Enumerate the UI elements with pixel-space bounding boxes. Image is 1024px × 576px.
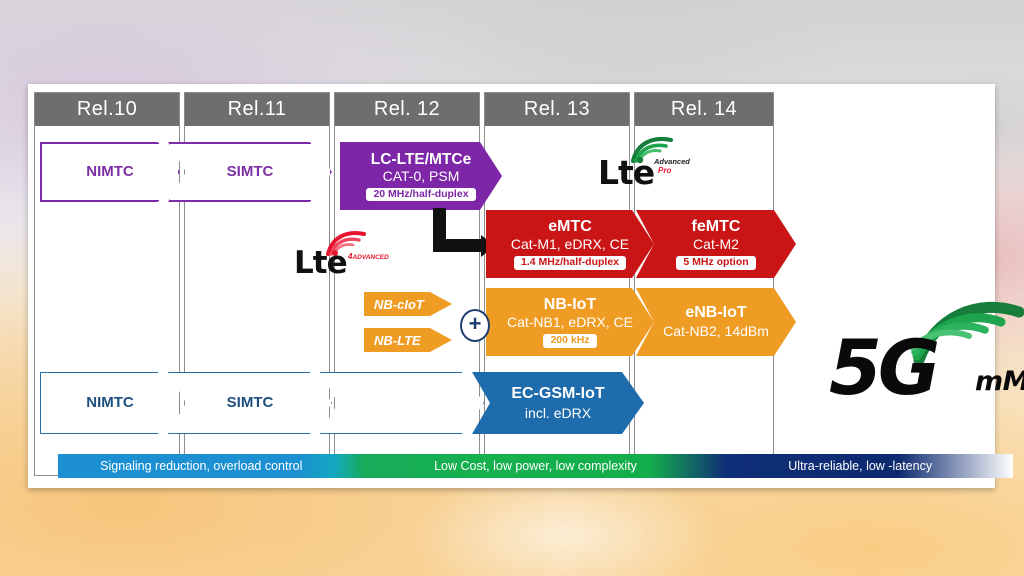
lte-wordmark: Lte — [294, 245, 348, 281]
arrow-subtitle: Cat-M1, eDRX, CE — [510, 236, 630, 253]
lte-pro-tag: Pro — [658, 166, 671, 175]
footer-label: Low Cost, low power, low complexity — [434, 459, 637, 473]
lte-wordmark: Lte — [598, 153, 655, 192]
5g-signal-arcs-icon — [910, 301, 1024, 366]
arrow-nb-iot-rel13[interactable]: NB-IoT Cat-NB1, eDRX, CE 200 kHz — [486, 288, 654, 356]
arrow-simtc-gsm-rel11[interactable]: SIMTC — [168, 372, 332, 434]
arrow-title: EC-GSM-IoT — [511, 384, 605, 402]
arrow-subtitle: Cat-NB2, 14dBm — [663, 323, 769, 340]
lte-advanced-tag: Advanced — [654, 157, 690, 166]
tag-label: NB-LTE — [374, 332, 421, 348]
tag-4: 4 — [348, 252, 353, 261]
arrow-subtitle: Cat-NB1, eDRX, CE — [506, 314, 634, 331]
arrow-title: SIMTC — [226, 162, 274, 180]
column-header-rel10: Rel.10 — [35, 93, 179, 126]
arrow-title: SIMTC — [226, 393, 274, 411]
arrow-chip: 20 MHz/half-duplex — [366, 188, 475, 202]
lte-advanced-logo: Lte 4ADVANCED — [294, 226, 394, 286]
5g-mmtc-logo: 5G mMTC — [823, 298, 1024, 408]
arrow-nimtc-gsm-rel10[interactable]: NIMTC — [40, 372, 180, 434]
footer-label: Ultra-reliable, low -latency — [788, 459, 933, 473]
arrow-title: eNB-IoT — [685, 304, 747, 322]
arrow-title: NIMTC — [86, 162, 134, 180]
column-label: Rel.10 — [76, 98, 138, 120]
arrow-ec-gsm-iot-rel12[interactable]: EC-GSM-IoT incl. eDRX — [472, 372, 644, 434]
column-label: Rel. 14 — [670, 98, 738, 120]
arrow-title: feMTC — [691, 218, 741, 236]
connector-elbow-horizontal — [433, 239, 483, 252]
tag-advanced: ADVANCED — [352, 254, 389, 261]
signal-arcs-icon — [326, 231, 366, 256]
column-header-rel12: Rel. 12 — [335, 93, 479, 126]
arrow-chip: 200 kHz — [543, 334, 596, 348]
slide-panel: Rel.10 Rel.11 Rel. 12 Rel. 13 Rel. 14 NI… — [28, 84, 1024, 488]
column-rel14: Rel. 14 — [634, 92, 774, 476]
column-header-rel11: Rel.11 — [185, 93, 329, 126]
footer-signaling: Signaling reduction, overload control — [58, 454, 345, 478]
footer-label: Signaling reduction, overload control — [100, 459, 303, 473]
arrow-subtitle: CAT-0, PSM — [382, 167, 460, 184]
footer-gradient-bar: Signaling reduction, overload control Lo… — [58, 454, 1013, 478]
arrow-nimtc-rel10[interactable]: NIMTC — [40, 142, 180, 202]
arrow-title: NB-IoT — [543, 296, 597, 314]
5g-word: 5G — [829, 323, 940, 412]
arrow-title: LC-LTE/MTCe — [370, 150, 472, 168]
column-label: Rel.11 — [227, 98, 287, 120]
footer-lowcost: Low Cost, low power, low complexity — [345, 454, 727, 478]
mmtc-suffix: mMTC — [975, 366, 1024, 397]
column-label: Rel. 13 — [523, 98, 591, 120]
arrow-simtc-rel11[interactable]: SIMTC — [168, 142, 332, 202]
arrow-subtitle: Cat-M2 — [693, 236, 739, 253]
arrow-lc-lte-mtce-rel12[interactable]: LC-LTE/MTCe CAT-0, PSM 20 MHz/half-duple… — [340, 142, 502, 210]
arrow-title: eMTC — [548, 218, 592, 236]
5g-wordmark: 5G — [829, 330, 940, 406]
column-header-rel14: Rel. 14 — [635, 93, 773, 126]
arrow-subtitle: incl. eDRX — [524, 404, 592, 421]
tag-advanced: Advanced — [654, 157, 690, 166]
lte-advanced-tag: 4ADVANCED — [348, 252, 389, 261]
arrow-spacer-rel12 — [320, 372, 484, 434]
tag-label: NB-cIoT — [374, 296, 424, 312]
arrow-femtc-rel14[interactable]: feMTC Cat-M2 5 MHz option — [636, 210, 796, 278]
arrow-enb-iot-rel14[interactable]: eNB-IoT Cat-NB2, 14dBm — [636, 288, 796, 356]
merge-plus-icon: + — [460, 309, 490, 342]
footer-ultrareliable: Ultra-reliable, low -latency — [727, 454, 994, 478]
arrow-chip: 5 MHz option — [676, 256, 755, 270]
mmtc-word: mMTC — [975, 366, 1024, 397]
lte-word: Lte — [294, 245, 348, 281]
arrow-emtc-rel13[interactable]: eMTC Cat-M1, eDRX, CE 1.4 MHz/half-duple… — [486, 210, 654, 278]
arrow-chip: 1.4 MHz/half-duplex — [514, 256, 626, 270]
lte-advanced-pro-logo: Lte Advanced Pro — [598, 132, 708, 196]
lte-word: Lte — [598, 153, 655, 192]
column-header-rel13: Rel. 13 — [485, 93, 629, 126]
arrow-title: NIMTC — [86, 393, 134, 411]
signal-arcs-icon — [630, 136, 674, 164]
column-label: Rel. 12 — [373, 98, 441, 120]
tag-pro: Pro — [658, 166, 672, 175]
